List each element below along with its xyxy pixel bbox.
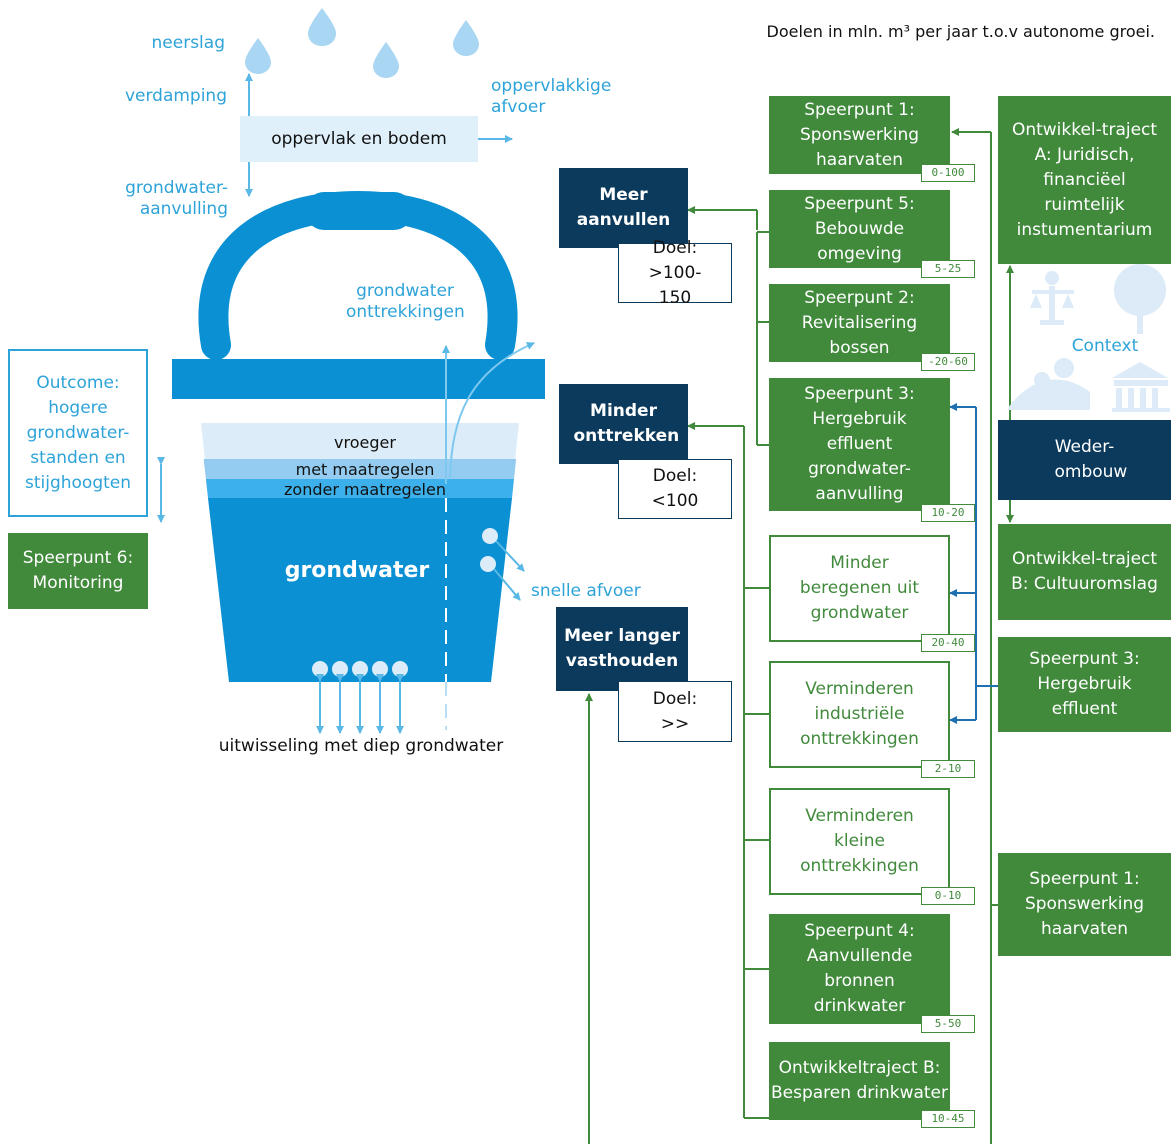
measure-range: 2-10: [921, 760, 975, 778]
landscape-icon: [1008, 358, 1090, 410]
speerpunt3-right-text: Speerpunt 3: Hergebruik effluent: [1029, 649, 1140, 719]
monitoring-box: Speerpunt 6: Monitoring: [8, 533, 148, 609]
bucket-rim: [172, 359, 545, 399]
measure-text: Speerpunt 3: Hergebruik effluent grondwa…: [804, 384, 915, 504]
traject-a-text: Ontwikkel-traject A: Juridisch, financië…: [1011, 119, 1158, 240]
context-label: Context: [1071, 336, 1139, 356]
measure-text: Speerpunt 2: Revitalisering bossen: [801, 287, 918, 358]
measure-text: Speerpunt 5: Bebouwde omgeving: [804, 193, 915, 264]
measure-box: Speerpunt 3: Hergebruik effluent grondwa…: [769, 378, 950, 511]
goal-target-vasthouden: Doel: >>: [618, 681, 732, 742]
measure-text: Speerpunt 4: Aanvullende bronnen drinkwa…: [804, 921, 915, 1016]
measure-range: -20-60: [921, 353, 975, 371]
tree-icon: [1114, 264, 1166, 334]
measure-text: Ontwikkeltraject B: Besparen drinkwater: [771, 1058, 948, 1103]
measure-range: 5-25: [921, 260, 975, 278]
measure-text: Minder beregenen uit grondwater: [799, 553, 920, 623]
level-without-measures-label: zonder maatregelen: [284, 480, 446, 499]
building-icon: [1112, 362, 1170, 412]
measure-range: 20-40: [921, 634, 975, 652]
goal-target-aanvullen: Doel: >100-150: [618, 238, 732, 308]
traject-a-box: Ontwikkel-traject A: Juridisch, financië…: [998, 96, 1171, 264]
raindrop-icon: [453, 20, 479, 56]
traject-b-text: Ontwikkel-traject B: Cultuuromslag: [1011, 549, 1158, 594]
goal-box-aanvullen: Meer aanvullen: [559, 168, 688, 248]
justice-icon: [1030, 271, 1074, 325]
measure-box: Speerpunt 4: Aanvullende bronnen drinkwa…: [769, 914, 950, 1024]
level-with-measures-label: met maatregelen: [295, 460, 435, 479]
measure-text: Speerpunt 1: Sponswerking haarvaten: [799, 99, 920, 170]
outcome-text: Outcome: hogere grondwater-standen en st…: [24, 372, 132, 493]
recharge-label: grondwater-aanvulling: [125, 178, 228, 219]
measure-box: Speerpunt 1: Sponswerking haarvaten: [769, 96, 950, 174]
extractions-label: grondwater onttrekkingen: [346, 281, 465, 322]
context-icons: [1008, 264, 1170, 412]
measure-box: Verminderen industriële onttrekkingen: [769, 661, 950, 768]
fast-runoff-label: snelle afvoer: [531, 581, 641, 601]
goal-box-onttrekken: Minder onttrekken: [559, 384, 688, 464]
measure-box: Speerpunt 2: Revitalisering bossen: [769, 284, 950, 362]
bucket-contents-label: grondwater: [284, 558, 430, 583]
goal-title: Minder onttrekken: [573, 401, 680, 446]
surface-box-label: oppervlak en bodem: [271, 129, 447, 149]
goal-target: Doel: >>: [652, 688, 698, 734]
measure-box: Ontwikkeltraject B: Besparen drinkwater: [769, 1042, 950, 1120]
measure-box: Minder beregenen uit grondwater: [769, 535, 950, 642]
deep-exchange-label: uitwisseling met diep grondwater: [218, 736, 504, 756]
measure-text: Verminderen industriële onttrekkingen: [800, 679, 919, 749]
speerpunt1-right-text: Speerpunt 1: Sponswerking haarvaten: [1024, 869, 1145, 939]
goal-target: Doel: <100: [651, 466, 699, 511]
measure-text: Verminderen kleine onttrekkingen: [800, 806, 919, 876]
raindrop-icon: [308, 8, 336, 46]
deep-exchange-arrows: [312, 661, 408, 734]
raindrop-icon: [245, 38, 271, 74]
speerpunt3-right-box: Speerpunt 3: Hergebruik effluent: [998, 637, 1171, 732]
measure-range: 0-10: [921, 887, 975, 905]
header-note: Doelen in mln. m³ per jaar t.o.v autonom…: [766, 22, 1155, 41]
measure-box: Speerpunt 5: Bebouwde omgeving: [769, 190, 950, 268]
measure-range: 10-20: [921, 504, 975, 522]
goal-title: Meer langer vasthouden: [564, 626, 680, 671]
goal-box-vasthouden: Meer langer vasthouden: [556, 607, 688, 691]
level-past-label: vroeger: [334, 433, 396, 452]
outcome-box: Outcome: hogere grondwater-standen en st…: [8, 349, 148, 517]
goal-target: Doel: >100-150: [648, 237, 702, 308]
measure-range: 0-100: [921, 164, 975, 182]
evaporation-label: verdamping: [124, 86, 227, 106]
precipitation-label: neerslag: [151, 33, 225, 53]
measure-box: Verminderen kleine onttrekkingen: [769, 788, 950, 895]
surface-runoff-label: oppervlakkige afvoer: [491, 76, 612, 117]
goal-target-onttrekken: Doel: <100: [618, 459, 732, 519]
surface-box-shape: [240, 116, 478, 162]
goal-title: Meer aanvullen: [576, 185, 671, 230]
raindrop-icons: [245, 8, 479, 78]
speerpunt1-right-box: Speerpunt 1: Sponswerking haarvaten: [998, 853, 1171, 956]
wederombouw-box: Weder-ombouw: [998, 420, 1171, 500]
measure-range: 5-50: [921, 1015, 975, 1033]
measure-range: 10-45: [921, 1110, 975, 1128]
monitoring-text: Speerpunt 6: Monitoring: [22, 548, 134, 593]
raindrop-icon: [373, 42, 399, 78]
wederombouw-text: Weder-ombouw: [1054, 437, 1128, 482]
traject-b-box: Ontwikkel-traject B: Cultuuromslag: [998, 524, 1171, 620]
